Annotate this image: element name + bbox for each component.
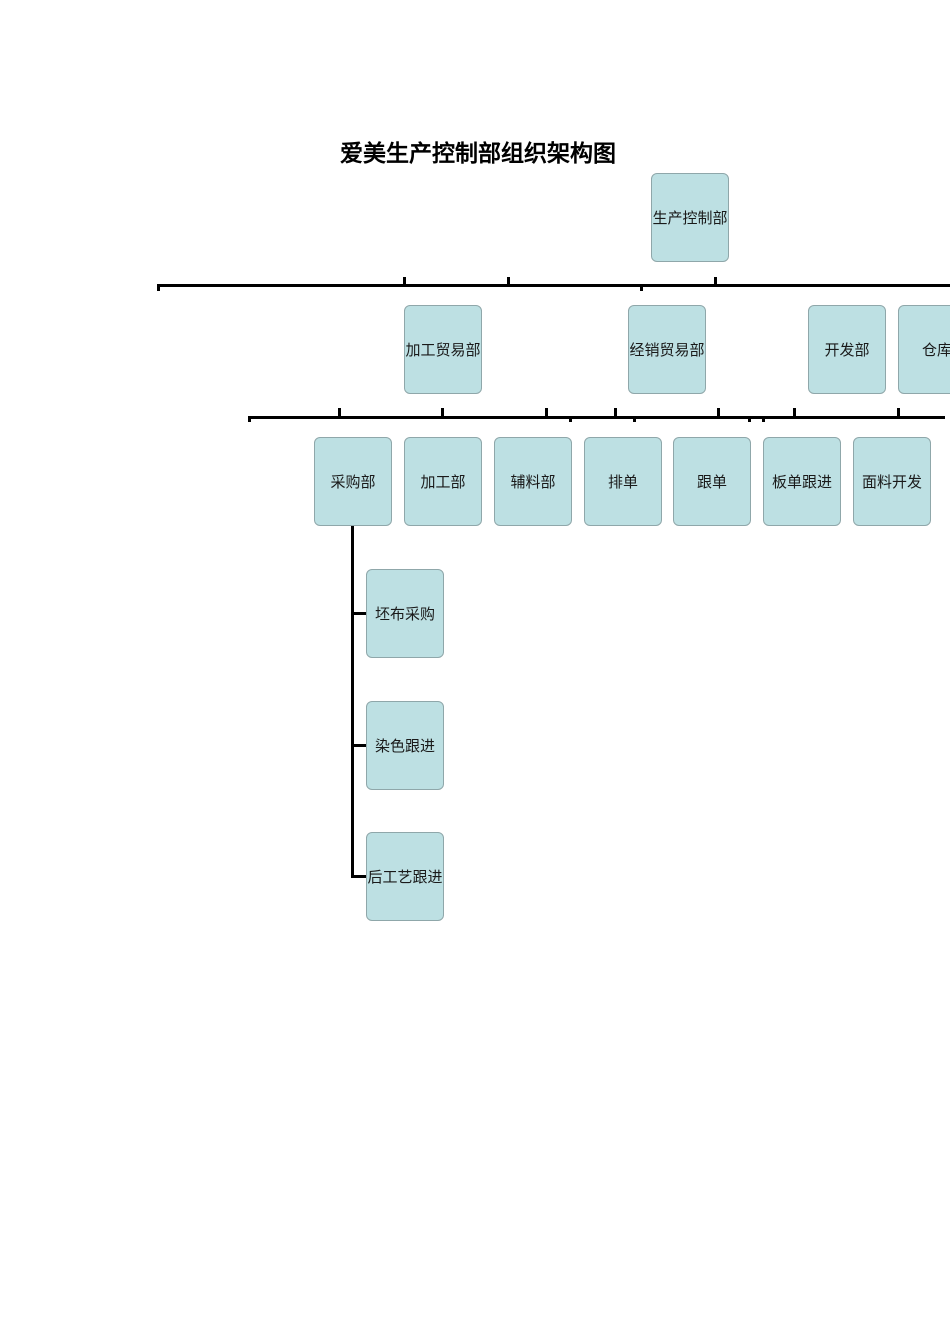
org-node-warehouse: 仓库 (898, 305, 950, 394)
purchasing-connector-branch (351, 612, 366, 615)
org-node-purchasing: 采购部 (314, 437, 392, 526)
level1-connector-tick (793, 408, 796, 417)
org-node-processing-trade: 加工贸易部 (404, 305, 482, 394)
root-connector-bar (157, 284, 950, 287)
org-node-production-control: 生产控制部 (651, 173, 729, 262)
level1-connector-tick (441, 408, 444, 417)
root-connector-tick (640, 284, 643, 291)
purchasing-connector-branch (351, 875, 366, 878)
org-node-dyeing-follow-up: 染色跟进 (366, 701, 444, 790)
org-node-development: 开发部 (808, 305, 886, 394)
org-node-accessories: 辅料部 (494, 437, 572, 526)
level1-connector-tick (569, 416, 572, 422)
purchasing-connector-branch (351, 744, 366, 747)
level1-connector-tick (545, 408, 548, 417)
root-connector-tick (157, 284, 160, 291)
level1-connector-tick (338, 408, 341, 417)
org-node-greige-purchasing: 坯布采购 (366, 569, 444, 658)
org-node-sample-follow-up: 板单跟进 (763, 437, 841, 526)
root-connector-tick (507, 277, 510, 285)
level1-connector-bar (248, 416, 945, 419)
level1-connector-tick (717, 408, 720, 417)
org-node-finishing-follow-up: 后工艺跟进 (366, 832, 444, 921)
org-node-scheduling: 排单 (584, 437, 662, 526)
root-connector-tick (714, 277, 717, 285)
chart-title: 爱美生产控制部组织架构图 (340, 140, 616, 167)
org-node-processing: 加工部 (404, 437, 482, 526)
level1-connector-tick (248, 416, 251, 422)
purchasing-connector-vertical (351, 525, 354, 878)
org-node-warehouse-label: 仓库 (922, 341, 950, 359)
level1-connector-tick (633, 416, 636, 422)
org-node-order-follow-up: 跟单 (673, 437, 751, 526)
level1-connector-tick (897, 408, 900, 417)
level1-connector-tick (614, 408, 617, 417)
root-connector-tick (403, 277, 406, 285)
level1-connector-tick (748, 416, 751, 422)
level1-connector-tick (762, 416, 765, 422)
org-node-distribution-trade: 经销贸易部 (628, 305, 706, 394)
org-node-fabric-development: 面料开发 (853, 437, 931, 526)
